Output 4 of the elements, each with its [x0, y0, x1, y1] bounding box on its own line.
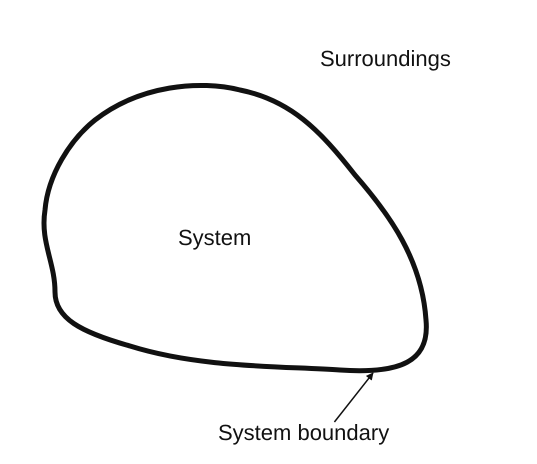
system-label: System: [178, 225, 252, 251]
surroundings-label: Surroundings: [320, 46, 451, 72]
boundary-label: System boundary: [218, 420, 390, 446]
leader-line: [334, 372, 374, 422]
